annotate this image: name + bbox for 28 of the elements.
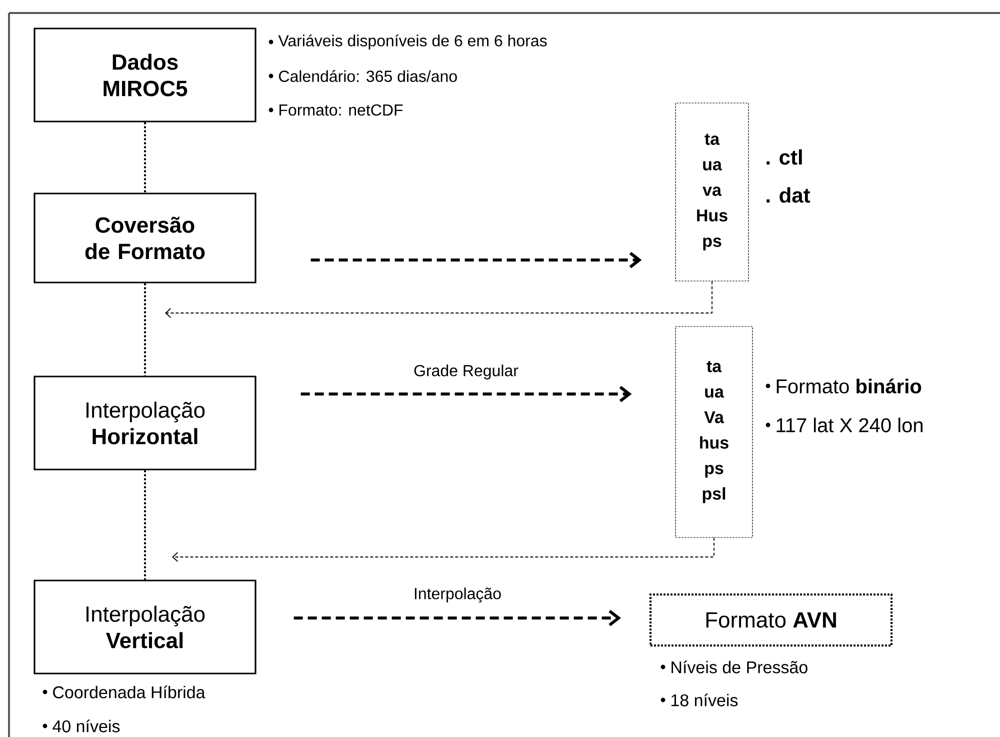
bullet-item: Formato: netCDF <box>268 104 403 116</box>
arrow <box>300 386 632 402</box>
arrow <box>310 252 642 268</box>
arrow <box>294 610 621 626</box>
process-box: Interpolação Vertical <box>34 580 256 674</box>
process-box: Interpolação Horizontal <box>34 376 256 470</box>
arrow <box>165 280 712 318</box>
arrow <box>172 537 714 562</box>
file-extension: . ctl <box>766 149 802 165</box>
bullet-item: Calendário: 365 dias/ano <box>268 70 457 82</box>
edge-label: Grade Regular <box>412 364 520 380</box>
bullet-item: Níveis de Pressão <box>660 660 808 674</box>
file-extension: . dat <box>766 187 810 203</box>
bullet-item: 117 lat X 240 lon <box>766 418 922 432</box>
bullet-item: Coordenada Híbrida <box>42 686 206 698</box>
bullet-item: 18 níveis <box>660 694 738 706</box>
output-box: Formato AVN <box>650 594 892 646</box>
process-box: Dados MIROC5 <box>34 28 256 122</box>
bullet-item: Variáveis disponíveis de 6 em 6 horas <box>268 34 547 50</box>
process-box: Coversão de Formato <box>34 192 256 284</box>
connector-line <box>144 470 146 580</box>
connector-line <box>144 283 146 376</box>
connector-line <box>144 122 146 193</box>
variable-list-box: ta ua Va hus ps psl <box>675 326 753 538</box>
bullet-item: Formato binário <box>766 378 922 394</box>
bullet-item: 40 níveis <box>42 720 120 732</box>
variable-list-box: ta ua va Hus ps <box>675 102 749 282</box>
edge-label: Interpolação <box>412 586 503 604</box>
